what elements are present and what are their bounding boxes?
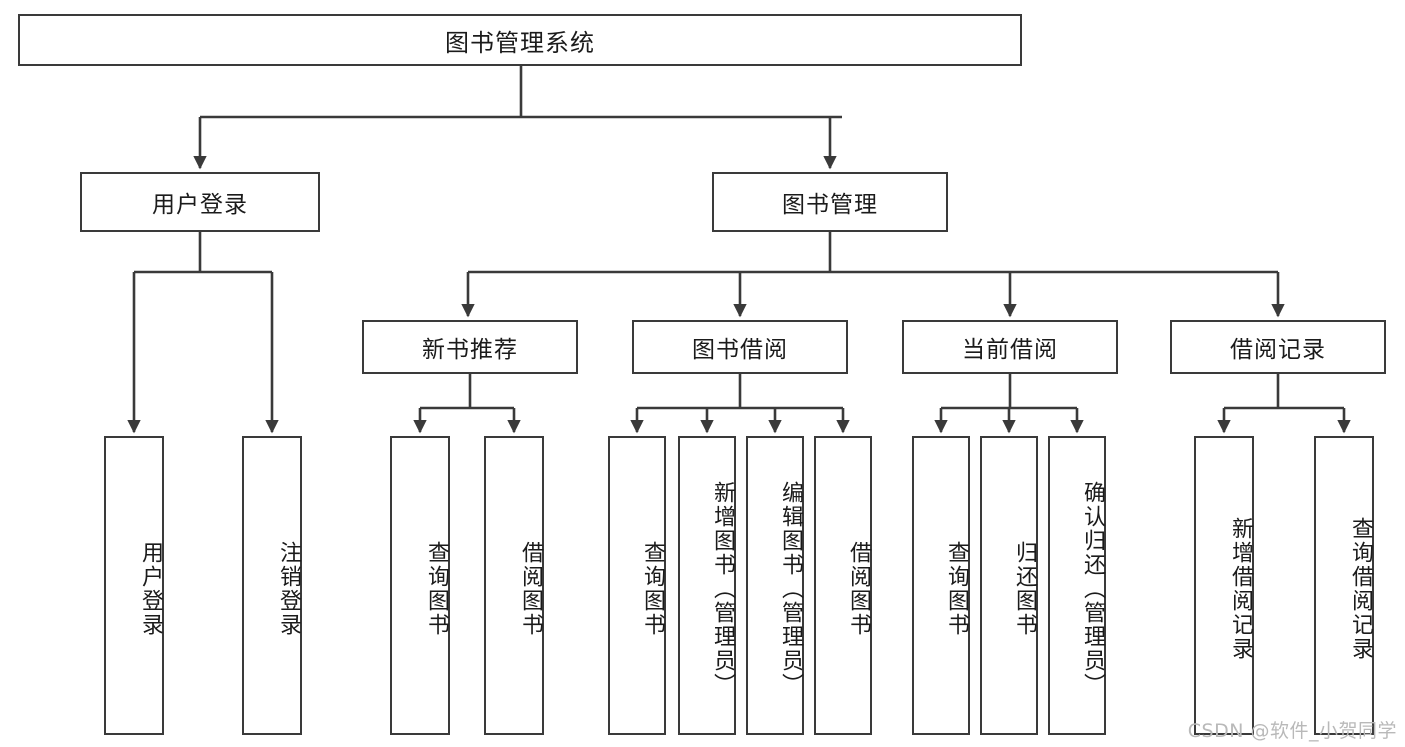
node-leaf-add-record[interactable]: 新增借阅记录: [1194, 436, 1254, 735]
node-leaf-return-book-label: 归还图书: [1012, 540, 1037, 637]
node-leaf-user-login[interactable]: 用户登录: [104, 436, 164, 735]
node-leaf-borrow-book-1[interactable]: 借阅图书: [484, 436, 544, 735]
node-leaf-borrow-book-2-label: 借阅图书: [846, 540, 871, 637]
node-leaf-query-book-3[interactable]: 查询图书: [912, 436, 970, 735]
node-leaf-logout[interactable]: 注销登录: [242, 436, 302, 735]
node-leaf-query-book-1-label: 查询图书: [424, 540, 449, 637]
node-leaf-add-record-label: 新增借阅记录: [1228, 516, 1253, 661]
node-leaf-add-book-label: 新增图书（管理员）: [710, 480, 735, 697]
node-leaf-edit-book-label: 编辑图书（管理员）: [778, 480, 803, 697]
node-leaf-add-book[interactable]: 新增图书（管理员）: [678, 436, 736, 735]
watermark: CSDN @软件_小贺同学: [1187, 720, 1397, 742]
node-book-manage[interactable]: 图书管理: [712, 172, 948, 232]
node-book-borrow[interactable]: 图书借阅: [632, 320, 848, 374]
node-user-login[interactable]: 用户登录: [80, 172, 320, 232]
node-root[interactable]: 图书管理系统: [18, 14, 1022, 66]
node-leaf-query-book-2[interactable]: 查询图书: [608, 436, 666, 735]
node-new-book-recommend-label: 新书推荐: [422, 337, 518, 363]
node-leaf-confirm-return[interactable]: 确认归还（管理员）: [1048, 436, 1106, 735]
node-leaf-query-record[interactable]: 查询借阅记录: [1314, 436, 1374, 735]
node-borrow-record-label: 借阅记录: [1230, 337, 1326, 363]
node-current-borrow-label: 当前借阅: [962, 337, 1058, 363]
node-new-book-recommend[interactable]: 新书推荐: [362, 320, 578, 374]
node-leaf-query-book-2-label: 查询图书: [640, 540, 665, 637]
node-borrow-record[interactable]: 借阅记录: [1170, 320, 1386, 374]
node-leaf-borrow-book-1-label: 借阅图书: [518, 540, 543, 637]
node-current-borrow[interactable]: 当前借阅: [902, 320, 1118, 374]
node-leaf-query-book-3-label: 查询图书: [944, 540, 969, 637]
node-book-borrow-label: 图书借阅: [692, 337, 788, 363]
node-leaf-return-book[interactable]: 归还图书: [980, 436, 1038, 735]
node-root-label: 图书管理系统: [445, 28, 595, 57]
node-leaf-logout-label: 注销登录: [276, 540, 301, 637]
node-leaf-query-record-label: 查询借阅记录: [1348, 516, 1373, 661]
node-leaf-user-login-label: 用户登录: [138, 540, 163, 637]
node-user-login-label: 用户登录: [152, 192, 248, 218]
node-leaf-query-book-1[interactable]: 查询图书: [390, 436, 450, 735]
node-leaf-edit-book[interactable]: 编辑图书（管理员）: [746, 436, 804, 735]
node-leaf-borrow-book-2[interactable]: 借阅图书: [814, 436, 872, 735]
node-leaf-confirm-return-label: 确认归还（管理员）: [1080, 480, 1105, 697]
node-book-manage-label: 图书管理: [782, 192, 878, 218]
